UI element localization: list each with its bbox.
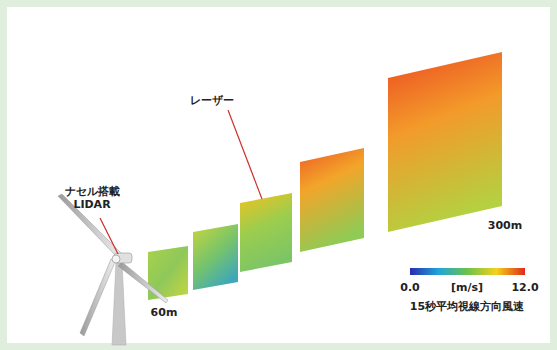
wind-plane bbox=[388, 52, 502, 232]
wind-plane bbox=[240, 193, 292, 272]
wind-plane bbox=[193, 224, 238, 290]
leader-line bbox=[228, 110, 262, 199]
distance-label: 300m bbox=[488, 219, 522, 232]
callout-label: レーザー bbox=[190, 94, 234, 107]
scale-unit: [m/s] bbox=[451, 281, 483, 294]
blade bbox=[118, 262, 168, 303]
inner-panel bbox=[7, 7, 550, 343]
callout-label: ナセル搭載 LIDAR bbox=[57, 185, 127, 211]
scale-value: 12.0 bbox=[511, 281, 538, 294]
distance-label: 60m bbox=[151, 306, 178, 319]
scale-value: 0.0 bbox=[400, 281, 420, 294]
hub bbox=[112, 255, 120, 263]
tower bbox=[112, 262, 126, 345]
wind-plane bbox=[300, 148, 364, 252]
leader-line bbox=[100, 218, 118, 254]
scale-caption: 15秒平均視線方向風速 bbox=[410, 300, 524, 313]
blade bbox=[80, 259, 115, 336]
color-bar bbox=[410, 268, 525, 275]
